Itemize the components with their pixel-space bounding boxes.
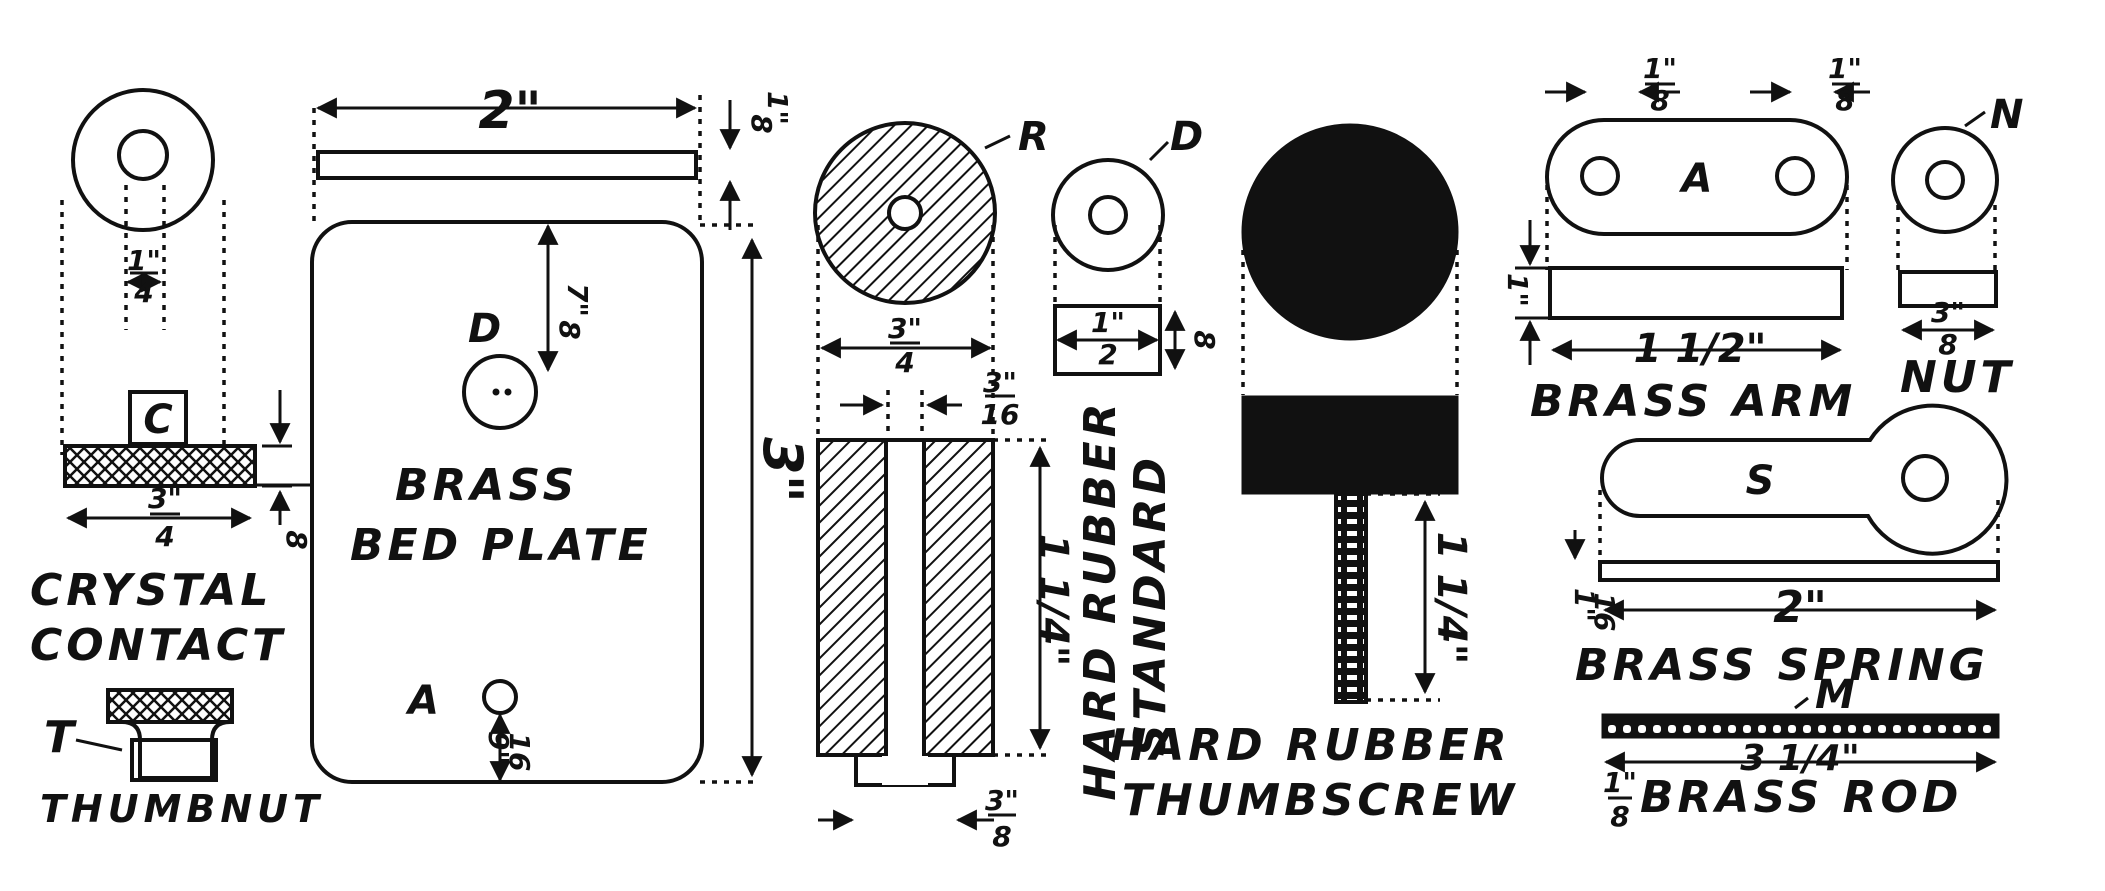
- standard-bore: [884, 438, 926, 777]
- svg-text:7": 7": [561, 283, 594, 317]
- label-crystal: CRYSTAL: [30, 565, 272, 616]
- thumbscrew-head: [1241, 395, 1459, 495]
- label-hard-rubber-ts: HARD RUBBER: [1109, 720, 1510, 771]
- label-thumbscrew: THUMBSCREW: [1122, 775, 1518, 826]
- thumbnut-body: [121, 720, 231, 780]
- brass-arm: 1" 8 1" 8 A 1" 1 1/2" BRASS ARM: [1501, 52, 1870, 427]
- label-brass: BRASS: [395, 460, 578, 511]
- label-thumbnut: THUMBNUT: [40, 787, 324, 831]
- contact-disc-top: [71, 88, 215, 232]
- rod-thread: [1601, 713, 2000, 739]
- dim-standard-height: 1 1/4": [1030, 534, 1076, 667]
- letter-n: N: [1990, 92, 2023, 138]
- spring-side-view: [1598, 560, 2000, 582]
- svg-text:8: 8: [553, 320, 586, 339]
- nut-n: N 3" 8 NUT: [1891, 92, 2023, 403]
- thumbscrew-thread: [1334, 492, 1368, 704]
- hard-rubber-standard: R 3" 4 3" 16 3" 8 1 1/4" HARD RUBBER STA…: [813, 114, 1176, 853]
- svg-text:1": 1": [1091, 306, 1125, 339]
- dim-thumbscrew-length: 1 1/4": [1428, 532, 1474, 665]
- brass-rod: M 3 1/4" 1" 8 BRASS ROD: [1601, 672, 2000, 833]
- svg-text:1": 1": [1603, 766, 1637, 799]
- svg-text:16: 16: [503, 733, 536, 772]
- svg-text:3": 3": [983, 366, 1017, 399]
- letter-d-plate: D: [468, 306, 501, 352]
- letter-r: R: [1018, 114, 1049, 160]
- dim-rod-length: 3 1/4": [1740, 738, 1860, 779]
- svg-text:8: 8: [1938, 328, 1957, 361]
- washer-d: D 1" 2 8: [1051, 114, 1221, 376]
- plate-edge-view: [316, 150, 698, 180]
- spring-top-view: [1600, 403, 2009, 556]
- svg-text:8: 8: [1188, 330, 1221, 349]
- dim-spring-length: 2": [1773, 582, 1827, 633]
- crystal-contact: 1" 4 C 8 3" 4 CRYSTAL CONTACT: [30, 88, 313, 671]
- svg-text:3": 3": [148, 482, 182, 515]
- letter-a-plate: A: [405, 678, 439, 724]
- letter-t: T: [44, 712, 78, 763]
- letter-c: C: [143, 397, 172, 443]
- svg-text:1": 1": [1643, 52, 1677, 85]
- arm-side-view: [1548, 266, 1844, 320]
- svg-text:8: 8: [280, 530, 313, 549]
- svg-text:16: 16: [1588, 593, 1621, 632]
- svg-text:1": 1": [1568, 588, 1601, 622]
- arm-top-view: [1545, 118, 1849, 236]
- thumbnut: T THUMBNUT: [40, 688, 324, 831]
- label-hard-rubber-std: HARD RUBBER: [1075, 399, 1126, 800]
- contact-hole: [117, 129, 169, 181]
- svg-text:4: 4: [133, 276, 153, 309]
- svg-text:8: 8: [1835, 84, 1854, 117]
- letter-m: M: [1815, 672, 1855, 718]
- svg-text:4: 4: [154, 520, 174, 553]
- dim-standard-diameter: 3": [888, 312, 922, 345]
- svg-text:4: 4: [894, 346, 914, 379]
- svg-text:1": 1": [761, 91, 794, 125]
- contact-knurled-base: [63, 444, 257, 488]
- hard-rubber-thumbscrew: 1 1/4" HARD RUBBER THUMBSCREW: [1109, 123, 1518, 826]
- plate-hole-a: [482, 679, 518, 715]
- svg-text:8: 8: [1650, 84, 1669, 117]
- washer-top-view: [1051, 158, 1165, 272]
- thumbscrew-top-view: [1241, 123, 1459, 341]
- svg-text:9": 9": [482, 731, 515, 765]
- svg-text:1": 1": [1828, 52, 1862, 85]
- label-brass-arm: BRASS ARM: [1530, 376, 1856, 427]
- svg-text:3": 3": [1931, 296, 1965, 329]
- nut-top-view: [1891, 126, 1999, 234]
- nut-side-view: [1898, 270, 1998, 308]
- label-nut: NUT: [1900, 352, 2015, 403]
- letter-d: D: [1170, 114, 1203, 160]
- svg-text:8: 8: [992, 820, 1011, 853]
- brass-spring: S 1" 16 2" BRASS SPRING: [1564, 403, 2009, 691]
- letter-a-arm: A: [1679, 156, 1713, 202]
- svg-text:16: 16: [981, 398, 1020, 431]
- label-brass-spring: BRASS SPRING: [1575, 640, 1989, 691]
- washer-side-view: [1053, 304, 1162, 376]
- label-brass-rod: BRASS ROD: [1640, 772, 1962, 823]
- svg-text:3": 3": [985, 784, 1019, 817]
- dim-plate-length: 3": [751, 437, 814, 503]
- svg-text:1": 1": [1501, 273, 1534, 307]
- thumbnut-knurl: [106, 688, 234, 724]
- dim-plate-width: 2": [478, 81, 541, 141]
- letter-s: S: [1746, 458, 1775, 504]
- svg-text:8: 8: [745, 114, 778, 133]
- label-bed-plate: BED PLATE: [350, 520, 652, 571]
- dim-arm-length: 1 1/2": [1634, 326, 1767, 372]
- label-standard: STANDARD: [1125, 454, 1176, 756]
- brass-bed-plate: 2" 1" 8 3" 7" 8 D BRASS BED PLATE A 9" 1…: [256, 81, 814, 784]
- svg-text:8: 8: [1610, 800, 1629, 833]
- label-contact: CONTACT: [30, 620, 286, 671]
- svg-text:2: 2: [1098, 338, 1117, 371]
- plate-hole-d: [462, 354, 538, 430]
